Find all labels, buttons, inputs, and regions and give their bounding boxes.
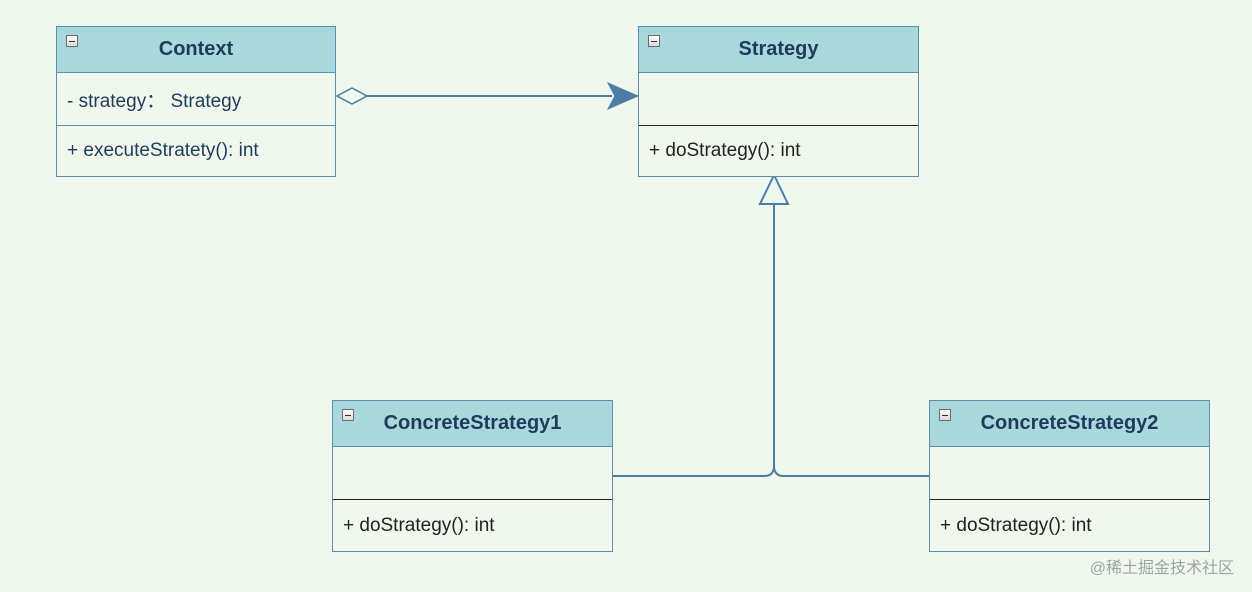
class-context-header[interactable]: Context [57, 27, 335, 73]
generalization-line-concrete2 [773, 465, 929, 477]
class-concrete-strategy-1-methods: + doStrategy(): int [333, 500, 612, 551]
class-strategy-attributes [639, 73, 918, 126]
class-concrete-strategy-1[interactable]: ConcreteStrategy1 + doStrategy(): int [332, 400, 613, 552]
class-concrete-strategy-1-attributes [333, 447, 612, 500]
aggregation-diamond [335, 87, 369, 105]
class-context[interactable]: Context - strategy： Strategy + executeSt… [56, 26, 336, 177]
class-concrete-strategy-1-name: ConcreteStrategy1 [383, 412, 562, 434]
class-concrete-strategy-2-methods: + doStrategy(): int [930, 500, 1209, 551]
collapse-icon[interactable] [939, 409, 951, 421]
class-strategy[interactable]: Strategy + doStrategy(): int [638, 26, 919, 177]
association-arrowhead [606, 81, 640, 111]
class-concrete-strategy-1-header[interactable]: ConcreteStrategy1 [333, 401, 612, 447]
class-concrete-strategy-2-header[interactable]: ConcreteStrategy2 [930, 401, 1209, 447]
attribute-strategy: - strategy： Strategy [67, 90, 242, 112]
method-do-strategy: + doStrategy(): int [343, 514, 495, 536]
method-do-strategy: + doStrategy(): int [649, 140, 801, 161]
class-strategy-name: Strategy [738, 38, 819, 60]
class-context-attributes: - strategy： Strategy [57, 73, 335, 126]
class-concrete-strategy-2[interactable]: ConcreteStrategy2 + doStrategy(): int [929, 400, 1210, 552]
method-do-strategy: + doStrategy(): int [940, 514, 1092, 536]
collapse-icon[interactable] [66, 35, 78, 47]
method-execute-stratety: + executeStratety(): int [67, 140, 259, 161]
class-concrete-strategy-2-attributes [930, 447, 1209, 500]
watermark: @稀土掘金技术社区 [1089, 560, 1234, 577]
class-strategy-header[interactable]: Strategy [639, 27, 918, 73]
class-concrete-strategy-2-name: ConcreteStrategy2 [980, 412, 1159, 434]
class-context-name: Context [158, 38, 234, 60]
class-context-methods: + executeStratety(): int [57, 126, 335, 176]
class-strategy-methods: + doStrategy(): int [639, 126, 918, 176]
collapse-icon[interactable] [342, 409, 354, 421]
collapse-icon[interactable] [648, 35, 660, 47]
generalization-triangle [758, 172, 790, 205]
generalization-line-concrete1 [612, 204, 775, 477]
